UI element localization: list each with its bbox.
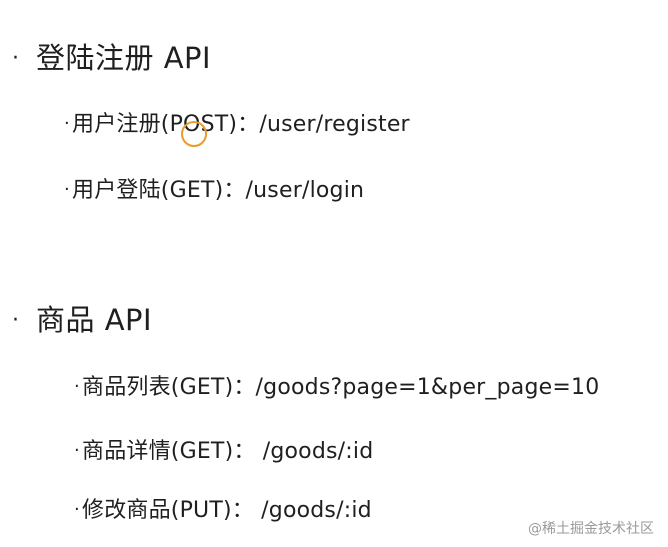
bullet: · xyxy=(12,308,20,333)
list-item-register: ·用户注册(POST)：/user/register xyxy=(62,109,410,140)
list-item-goods-update: ·修改商品(PUT)： /goods/:id xyxy=(72,495,372,526)
item-text: 商品详情(GET)： /goods/:id xyxy=(82,439,374,464)
list-item-goods-detail: ·商品详情(GET)： /goods/:id xyxy=(72,436,373,467)
bullet: · xyxy=(74,440,80,461)
section-title: 商品 API xyxy=(36,303,153,337)
section-heading-goods-api: · 商品 API xyxy=(12,302,152,339)
bullet: · xyxy=(64,113,70,134)
bullet: · xyxy=(64,179,70,200)
item-text: 用户注册(POST)：/user/register xyxy=(72,112,410,137)
watermark: @稀土掘金技术社区 xyxy=(528,521,654,537)
bullet: · xyxy=(74,376,80,397)
list-item-login: ·用户登陆(GET)：/user/login xyxy=(62,175,364,206)
item-text: 商品列表(GET)：/goods?page=1&per_page=10 xyxy=(82,375,600,400)
list-item-goods-list: ·商品列表(GET)：/goods?page=1&per_page=10 xyxy=(72,372,599,403)
cursor-highlight-icon xyxy=(181,121,207,147)
item-text: 用户登陆(GET)：/user/login xyxy=(72,178,365,203)
item-text: 修改商品(PUT)： /goods/:id xyxy=(82,498,372,523)
bullet: · xyxy=(12,46,20,71)
bullet: · xyxy=(74,499,80,520)
section-heading-auth-api: · 登陆注册 API xyxy=(12,40,211,77)
section-title: 登陆注册 API xyxy=(36,41,212,75)
